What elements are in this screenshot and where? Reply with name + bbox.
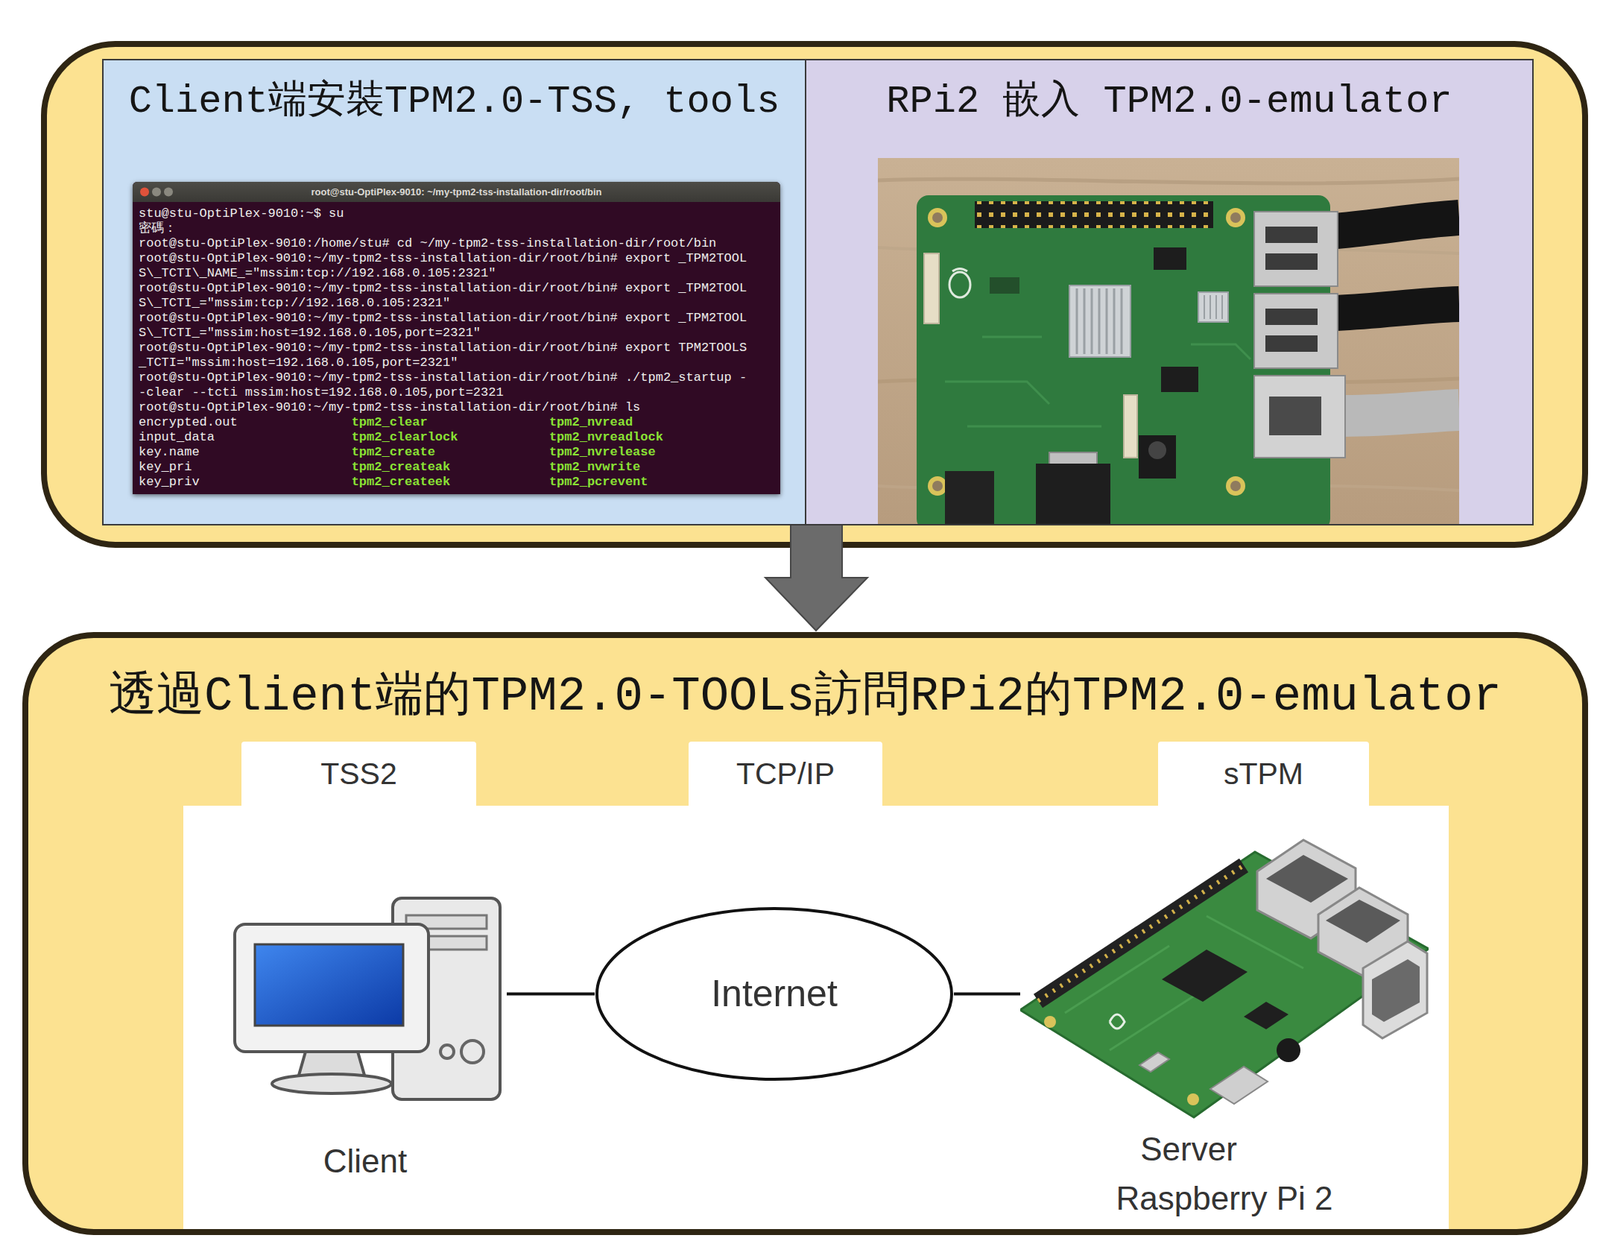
server-node: ServerRaspberry Pi 2 [1020,826,1429,1226]
computer-icon [223,877,507,1102]
terminal-line: root@stu-OptiPlex-9010:~/my-tpm2-tss-ins… [138,370,747,401]
file-name: tpm2_pcrevent [549,474,747,490]
connector-line [953,992,1021,996]
file-name: encrypted.out [138,415,352,430]
file-name: key_priv [138,474,352,490]
panel-title: 透過Client端的TPM2.0-TOOLs訪問RPi2的TPM2.0-emul… [28,637,1583,729]
layer-tab: TSS2 [241,741,477,806]
terminal-line: stu@stu-OptiPlex-9010:~$ su [138,206,747,222]
file-name: tpm2_createek [351,474,550,490]
window-title: root@stu-OptiPlex-9010: ~/my-tpm2-tss-in… [132,181,781,202]
layer-tab: TCP/IP [688,741,883,806]
file-name: tpm2_create [351,444,550,460]
file-name: key_pri [138,459,352,475]
node-label: Server [1020,826,1429,1174]
terminal-line: root@stu-OptiPlex-9010:~/my-tpm2-tss-ins… [138,251,747,281]
internet-ellipse: Internet [594,906,954,1082]
top-frame [43,43,1586,545]
file-name: tpm2_nvwrite [549,459,747,475]
file-name: tpm2_nvread [549,415,747,430]
node-label: sTPM [1158,741,1369,806]
terminal-line: 密碼： [138,221,747,237]
terminal-line: root@stu-OptiPlex-9010:~/my-tpm2-tss-ins… [138,280,747,311]
file-name: tpm2_nvreadlock [549,429,747,445]
file-name: tpm2_clearlock [351,429,550,445]
client-node: Client [223,877,507,1187]
terminal-body: stu@stu-OptiPlex-9010:~$ su密碼：root@stu-O… [132,201,781,495]
file-name: key.name [138,444,352,460]
raspberry-pi-board [1020,826,1429,1125]
access-frame: 透過Client端的TPM2.0-TOOLs訪問RPi2的TPM2.0-emul… [22,631,1589,1235]
terminal-line: root@stu-OptiPlex-9010:~/my-tpm2-tss-ins… [138,340,747,371]
node-label: TSS2 [241,741,477,806]
terminal-window: root@stu-OptiPlex-9010: ~/my-tpm2-tss-in… [132,181,781,495]
node-label: Raspberry Pi 2 [1020,1173,1429,1223]
rpi-emulator-panel: RPi2 嵌入 TPM2.0-emulator [804,58,1534,526]
layer-tab: sTPM [1158,741,1369,806]
terminal-line: root@stu-OptiPlex-9010:~/my-tpm2-tss-ins… [138,310,747,341]
down-arrow [765,523,868,631]
terminal-line: root@stu-OptiPlex-9010:/home/stu# cd ~/m… [138,236,747,252]
node-label: Internet [594,906,954,1082]
node-label: Client [223,877,507,1186]
terminal-line: root@stu-OptiPlex-9010:~/my-tpm2-tss-ins… [138,400,747,416]
terminal-titlebar: root@stu-OptiPlex-9010: ~/my-tpm2-tss-in… [132,181,781,202]
panel-title: RPi2 嵌入 TPM2.0-emulator [806,60,1533,128]
file-listing: encrypted.outtpm2_cleartpm2_nvread input_… [138,415,747,490]
file-name: tpm2_nvrelease [549,444,747,460]
raspberry-pi-photo [877,157,1460,524]
node-label: TCP/IP [688,741,883,806]
file-name: input_data [138,429,352,445]
connector-line [506,992,595,996]
window-buttons [137,181,182,202]
file-name: tpm2_clear [351,415,550,430]
file-name: tpm2_createak [351,459,550,475]
panel-title: Client端安裝TPM2.0-TSS, tools [103,60,805,128]
client-setup-panel: Client端安裝TPM2.0-TSS, tools root@stu-Opti… [102,58,807,526]
